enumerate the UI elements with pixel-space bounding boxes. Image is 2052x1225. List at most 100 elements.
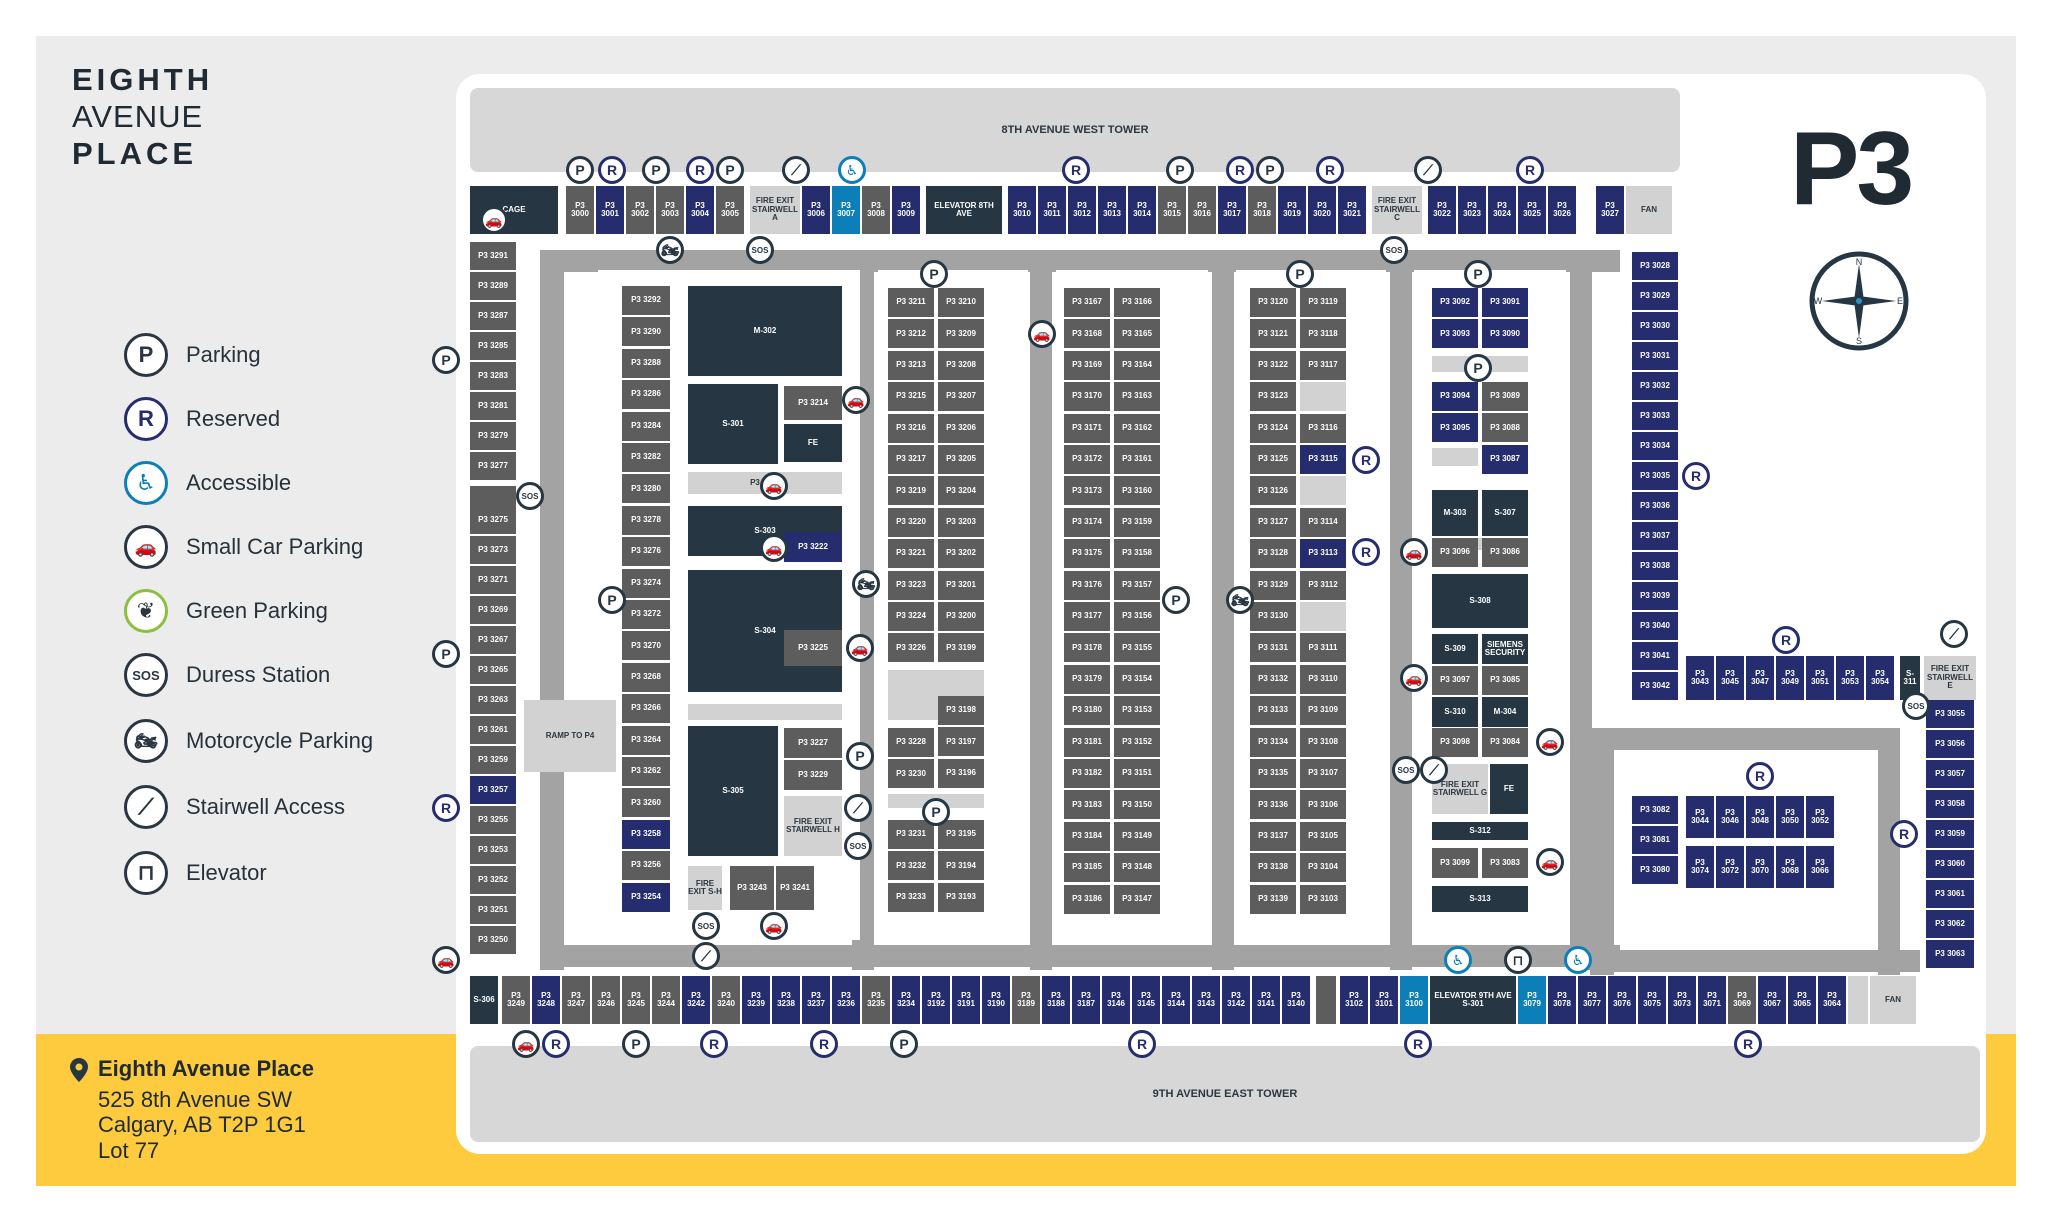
column-c-stall: P3 3182	[1064, 759, 1110, 788]
parking-marker-icon: P	[1166, 156, 1194, 184]
column-e-stall: P3 3087	[1482, 444, 1528, 474]
column-b-stall: P3 3231	[888, 820, 934, 849]
column-b-stall: P3 3210	[938, 288, 984, 317]
column-a-stall: P3 3290	[622, 317, 670, 347]
column-b-stall: P3 3209	[938, 319, 984, 349]
right-column-stall: P3 3029	[1632, 282, 1678, 310]
fire-exit-g: FIRE EXIT STAIRWELL G	[1432, 764, 1488, 814]
column-d-stall: P3 3115	[1300, 445, 1346, 474]
bottom-stall: P3 3187	[1072, 976, 1100, 1024]
column-e-stall: P3 3083	[1482, 848, 1528, 878]
bottom-stall: P3 3237	[802, 976, 830, 1024]
bottom-stall: P3 3245	[622, 976, 650, 1024]
stairwell-marker-icon: ⟋	[1414, 156, 1442, 184]
column-c-stall: P3 3185	[1064, 853, 1110, 883]
column-b-stall: P3 3193	[938, 882, 984, 912]
column-c-stall: P3 3173	[1064, 476, 1110, 506]
column-d-stall: P3 3122	[1250, 350, 1296, 380]
right-column-stall: P3 3030	[1632, 312, 1678, 340]
column-c-stall: P3 3169	[1064, 350, 1110, 380]
inner-block-stall: P3 3074	[1686, 846, 1714, 888]
left-column-stall: P3 3253	[470, 836, 516, 864]
address-block: Eighth Avenue Place 525 8th Avenue SW Ca…	[70, 1056, 314, 1163]
column-d-stall: P3 3132	[1250, 664, 1296, 694]
column-b-stall: P3 3232	[888, 851, 934, 881]
small-car-marker-icon: 🚗	[1028, 320, 1056, 348]
column-b-stall: P3 3217	[888, 445, 934, 474]
column-b-stall: P3 3200	[938, 602, 984, 631]
column-d-stall: P3 3103	[1300, 884, 1346, 914]
far-right-stall: P3 3061	[1926, 880, 1974, 908]
column-b-stall: P3 3207	[938, 382, 984, 412]
left-column-stall: P3 3273	[470, 536, 516, 564]
column-b-stall: P3 3224	[888, 602, 934, 631]
siemens-security: SIEMENS SECURITY	[1482, 634, 1528, 664]
bottom-stall: P3 3073	[1668, 976, 1696, 1024]
left-column-stall: P3 3279	[470, 422, 516, 450]
column-b-stall: P3 3226	[888, 633, 934, 663]
east-row-stall: P3 3053	[1836, 656, 1864, 700]
column-c-stall: P3 3148	[1114, 853, 1160, 883]
elevator-marker-icon: ⊓	[1504, 946, 1532, 974]
legend-item-small-car: 🚗 Small Car Parking	[124, 524, 444, 570]
column-c-stall: P3 3152	[1114, 727, 1160, 757]
small-car-marker-icon: 🚗	[842, 386, 870, 414]
small-car-icon: 🚗	[124, 525, 168, 569]
legend-item-accessible: ♿ Accessible	[124, 460, 444, 506]
small-car-marker-icon: 🚗	[1400, 664, 1428, 692]
column-a-stall: P3 3262	[622, 757, 670, 786]
column-d-stall	[1300, 602, 1346, 631]
top-stall: P3 3001	[596, 186, 624, 234]
left-column-stall: P3 3263	[470, 686, 516, 714]
inner-block-stall: P3 3050	[1776, 796, 1804, 838]
east-row-stall: P3 3054	[1866, 656, 1894, 700]
bottom-stall: P3 3079	[1518, 976, 1546, 1024]
column-d-stall: P3 3106	[1300, 790, 1346, 820]
column-b-stall: P3 3233	[888, 882, 934, 912]
fire-exit-e: FIRE EXIT STAIRWELL E	[1924, 656, 1976, 700]
right-column-stall: P3 3041	[1632, 642, 1678, 670]
small-car-marker-icon: 🚗	[846, 634, 874, 662]
east-tower: 9TH AVENUE EAST TOWER	[470, 1046, 1980, 1142]
column-c-stall: P3 3171	[1064, 413, 1110, 443]
small-car-marker-icon: 🚗	[512, 1030, 540, 1058]
column-c-stall: P3 3172	[1064, 445, 1110, 474]
column-e-stall: P3 3090	[1482, 319, 1528, 349]
fe-room: FE	[784, 424, 842, 462]
top-stall: P3 3010	[1008, 186, 1036, 234]
top-stall: ELEVATOR 8TH AVE	[926, 186, 1002, 234]
right-column-stall: P3 3032	[1632, 372, 1678, 400]
column-c-stall: P3 3164	[1114, 350, 1160, 380]
inner-block-stall: P3 3068	[1776, 846, 1804, 888]
column-b-stall: P3 3196	[938, 758, 984, 788]
bottom-stall: P3 3143	[1192, 976, 1220, 1024]
inner-block-stall: P3 3081	[1632, 826, 1678, 854]
bottom-stall: P3 3235	[862, 976, 890, 1024]
reserved-marker-icon: R	[598, 156, 626, 184]
inner-block-stall: P3 3082	[1632, 796, 1678, 824]
legend-item-reserved: R Reserved	[124, 396, 444, 442]
room-s309: S-309	[1432, 634, 1478, 664]
column-e-stall: P3 3093	[1432, 319, 1478, 349]
reserved-icon: R	[124, 397, 168, 441]
column-a-stall: P3 3272	[622, 600, 670, 629]
legend-label: Accessible	[186, 470, 292, 495]
column-d-stall: P3 3134	[1250, 727, 1296, 757]
bottom-stall: P3 3145	[1132, 976, 1160, 1024]
column-d-stall: P3 3135	[1250, 759, 1296, 788]
bottom-stall: P3 3141	[1252, 976, 1280, 1024]
bottom-stall: P3 3246	[592, 976, 620, 1024]
address-city: Calgary, AB T2P 1G1	[98, 1112, 306, 1138]
top-stall: P3 3014	[1128, 186, 1156, 234]
top-stall: P3 3018	[1248, 186, 1276, 234]
bottom-stall: P3 3077	[1578, 976, 1606, 1024]
top-stall: P3 3013	[1098, 186, 1126, 234]
left-column-stall: P3 3251	[470, 896, 516, 924]
column-a-stall: P3 3282	[622, 443, 670, 472]
top-stall: P3 3025	[1518, 186, 1546, 234]
far-right-stall: P3 3063	[1926, 940, 1974, 968]
level-label: P3	[1790, 111, 1914, 227]
column-d-stall: P3 3108	[1300, 727, 1346, 757]
bottom-stall: P3 3140	[1282, 976, 1310, 1024]
column-a-stall: P3 3286	[622, 380, 670, 410]
